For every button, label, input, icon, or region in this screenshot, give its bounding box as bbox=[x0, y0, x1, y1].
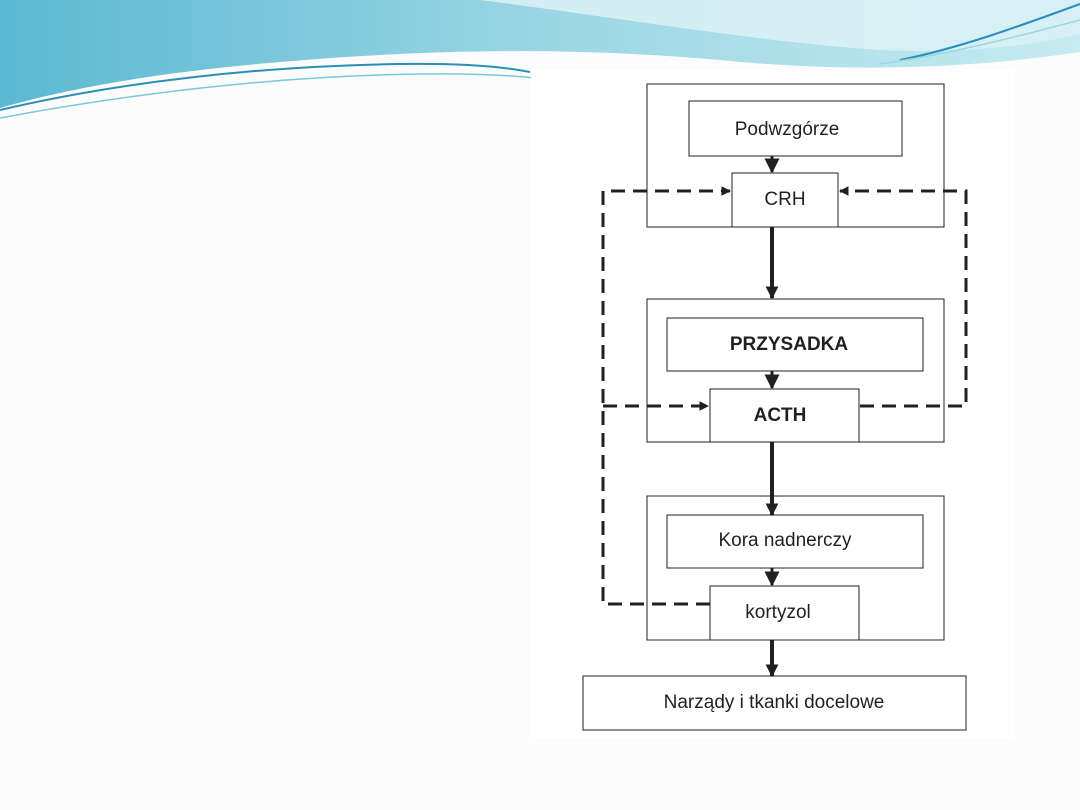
node-adrenal-cortex-box bbox=[666, 514, 924, 569]
wave-line-1 bbox=[0, 62, 531, 111]
node-pituitary-box bbox=[666, 317, 924, 372]
wave-line-4 bbox=[879, 19, 1080, 65]
node-target-organs: Narządy i tkanki docelowe bbox=[664, 692, 885, 713]
feedback-cortisol-crh bbox=[601, 186, 731, 606]
node-acth: ACTH bbox=[754, 405, 807, 426]
wave-band-light bbox=[480, 0, 1080, 52]
node-crh-box bbox=[731, 172, 839, 228]
wave-line-3 bbox=[899, 3, 1080, 61]
node-acth-box bbox=[709, 388, 860, 443]
node-adrenal-cortex: Kora nadnerczy bbox=[718, 530, 852, 551]
wave-line-2 bbox=[0, 73, 536, 119]
node-pituitary: PRZYSADKA bbox=[730, 334, 849, 355]
node-target-organs-box bbox=[582, 675, 967, 731]
node-cortisol-box bbox=[709, 585, 860, 641]
node-hypothalamus-box bbox=[688, 100, 903, 157]
node-cortisol: kortyzol bbox=[745, 602, 810, 623]
node-hypothalamus: Podwzgórze bbox=[735, 119, 840, 140]
feedback-acth-crh bbox=[839, 186, 968, 408]
node-crh: CRH bbox=[764, 189, 805, 210]
